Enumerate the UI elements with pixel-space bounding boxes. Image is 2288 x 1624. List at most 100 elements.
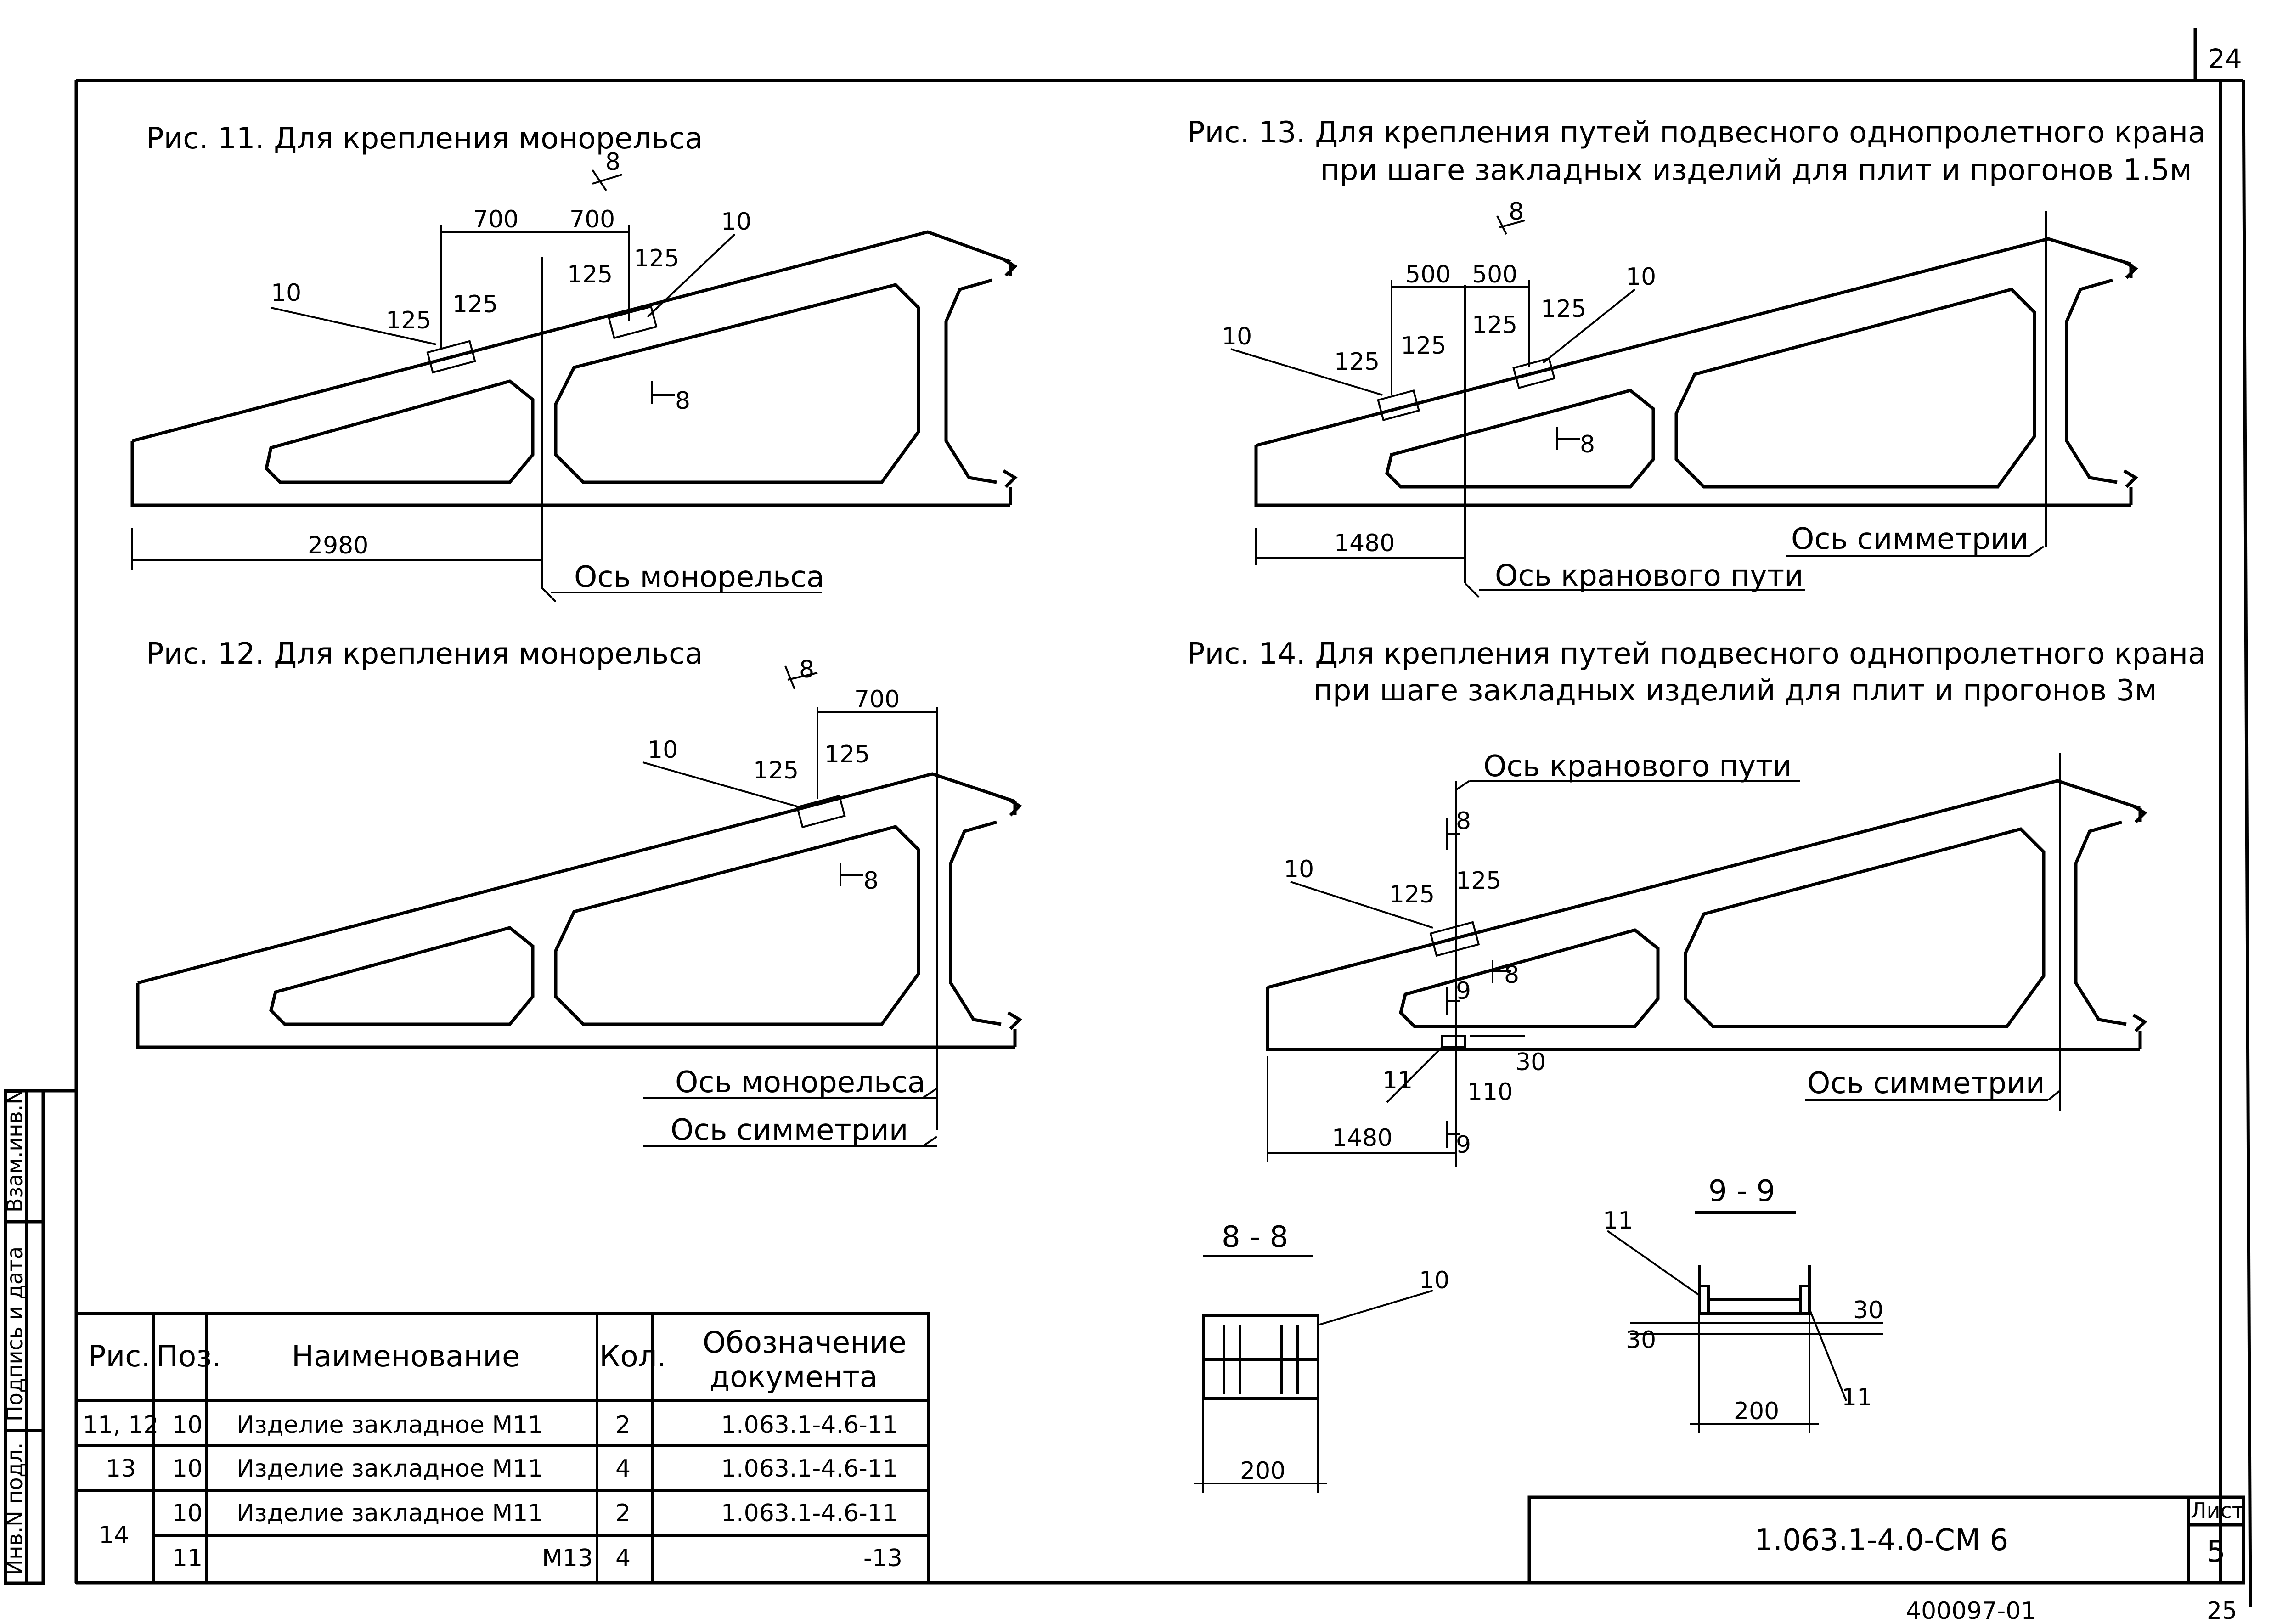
fig11-dim-700-left: 700 bbox=[473, 206, 518, 233]
fig13-dim-125-a: 125 bbox=[1334, 348, 1380, 376]
fig11-pos-left: 10 bbox=[271, 279, 301, 307]
fig12-axis-sym: Ось симметрии bbox=[671, 1113, 908, 1147]
fig11-pos-right: 10 bbox=[721, 208, 751, 236]
fig13-truss bbox=[1254, 237, 2138, 507]
fig14-truss bbox=[1266, 779, 2147, 1051]
fig11-section-label: 8 bbox=[605, 148, 620, 176]
fig14-dim-125-a: 125 bbox=[1389, 881, 1435, 908]
table-row-3-fig: 14 bbox=[99, 1522, 129, 1549]
fig11-title: Рис. 11. Для крепления монорельса bbox=[146, 122, 703, 156]
fig11-dim-2980: 2980 bbox=[308, 532, 368, 559]
fig14-section-label-9a: 9 bbox=[1456, 977, 1471, 1005]
fig11: Рис. 11. Для крепления монорельса bbox=[130, 122, 1018, 603]
fig13-section-label: 8 bbox=[1509, 198, 1524, 226]
fig12-dims bbox=[642, 665, 938, 1147]
fig12-section-label-lower: 8 bbox=[863, 867, 879, 895]
fig12-title: Рис. 12. Для крепления монорельса bbox=[146, 637, 703, 671]
section-9-9-pos-top: 11 bbox=[1603, 1207, 1633, 1235]
fig13-dim-500-a: 500 bbox=[1405, 261, 1451, 288]
section-8-8-pos: 10 bbox=[1419, 1267, 1449, 1294]
fig14-pos-11: 11 bbox=[1382, 1067, 1413, 1094]
table-row-2-doc: 1.063.1-4.6-11 bbox=[721, 1455, 898, 1483]
fig14-dim-1480: 1480 bbox=[1332, 1124, 1392, 1152]
title-block-sheet-no: 5 bbox=[2207, 1535, 2226, 1569]
table-row-4-name: М13 bbox=[542, 1545, 593, 1572]
table-row-3-qty: 2 bbox=[615, 1500, 631, 1527]
table-row-4-doc: -13 bbox=[863, 1545, 902, 1572]
fig11-dim-125-a: 125 bbox=[386, 307, 431, 334]
title-block-code: 1.063.1-4.0-СМ 6 bbox=[1754, 1523, 2008, 1557]
fig13-section-label-lower: 8 bbox=[1580, 431, 1595, 458]
spec-header-doc2: документа bbox=[710, 1360, 878, 1394]
section-9-9-dim-30-right: 30 bbox=[1853, 1297, 1883, 1324]
table-row-2-qty: 4 bbox=[615, 1455, 631, 1483]
fig11-axis-label: Ось монорельса bbox=[574, 560, 824, 594]
table-row-3-doc: 1.063.1-4.6-11 bbox=[721, 1500, 898, 1527]
section-9-9-title: 9 - 9 bbox=[1708, 1174, 1775, 1208]
section-9-9-drawing bbox=[1695, 1211, 1811, 1315]
table-row-1-pos: 10 bbox=[172, 1411, 203, 1439]
fig13-dim-500-b: 500 bbox=[1472, 261, 1517, 288]
fig14-dims bbox=[1267, 753, 2061, 1167]
table-row-1-doc: 1.063.1-4.6-11 bbox=[721, 1411, 898, 1439]
side-stamp-box1: Взам.инв.N bbox=[2, 1088, 27, 1212]
fig11-dim-125-d: 125 bbox=[634, 245, 679, 272]
fig13-dim-125-c: 125 bbox=[1472, 311, 1517, 339]
table-row-3-name: Изделие закладное М11 bbox=[237, 1500, 543, 1527]
table-row-1-fig: 11, 12 bbox=[83, 1411, 158, 1439]
fig13-dims bbox=[1230, 211, 2047, 598]
fig12-truss bbox=[136, 772, 1022, 1049]
table-row-1-name: Изделие закладное М11 bbox=[237, 1411, 543, 1439]
fig14: Рис. 14. Для крепления путей подвесного … bbox=[1187, 637, 2206, 1167]
spec-header-name: Наименование bbox=[292, 1340, 520, 1374]
fig14-section-label-8a: 8 bbox=[1456, 807, 1471, 835]
fig12-axis-mono: Ось монорельса bbox=[675, 1066, 925, 1100]
section-8-8: 8 - 8 10 200 bbox=[1194, 1220, 1449, 1493]
spec-header-pos: Поз. bbox=[156, 1340, 221, 1374]
fig12-section-label: 8 bbox=[799, 656, 814, 683]
fig12-pos: 10 bbox=[648, 736, 678, 764]
fig13-title-line1: Рис. 13. Для крепления путей подвесного … bbox=[1187, 116, 2206, 150]
table-row-4-pos: 11 bbox=[172, 1545, 203, 1572]
title-block-sheet-label: Лист bbox=[2191, 1498, 2244, 1523]
fig14-title-line2: при шаге закладных изделий для плит и пр… bbox=[1313, 674, 2157, 708]
side-stamp-box3: Инв.N подл. bbox=[2, 1443, 27, 1575]
fig13-axis-crane: Ось кранового пути bbox=[1495, 559, 1803, 593]
spec-header-qty: Кол. bbox=[599, 1340, 666, 1374]
section-9-9-dim-200: 200 bbox=[1734, 1398, 1779, 1425]
footer-archive-no: 400097-01 bbox=[1906, 1597, 2036, 1624]
spec-header-doc1: Обозначение bbox=[703, 1326, 907, 1360]
section-9-9: 9 - 9 11 11 30 30 200 bbox=[1603, 1174, 1883, 1433]
fig11-dim-700-right: 700 bbox=[569, 206, 615, 233]
table-row-2-name: Изделие закладное М11 bbox=[237, 1455, 543, 1483]
fig13-dim-125-d: 125 bbox=[1541, 295, 1586, 323]
fig12: Рис. 12. Для крепления монорельса 70 bbox=[136, 637, 1022, 1147]
section-8-8-drawing bbox=[1202, 1255, 1319, 1400]
footer-page-no: 25 bbox=[2207, 1597, 2237, 1624]
spec-table bbox=[75, 1312, 930, 1584]
fig14-axis-sym: Ось симметрии bbox=[1807, 1066, 2045, 1100]
section-9-9-dim-30-left: 30 bbox=[1626, 1326, 1656, 1354]
side-stamp-box2: Подпись и дата bbox=[2, 1246, 27, 1421]
fig11-dims bbox=[131, 169, 822, 603]
fig12-dim-125-a: 125 bbox=[753, 757, 799, 784]
fig13-dim-125-b: 125 bbox=[1401, 332, 1446, 360]
section-8-8-dims bbox=[1194, 1290, 1433, 1493]
spec-table-rows: 11, 12 10 Изделие закладное М11 2 1.063.… bbox=[83, 1411, 902, 1572]
table-row-2-fig: 13 bbox=[106, 1455, 136, 1483]
fig12-dim-700: 700 bbox=[854, 686, 900, 713]
fig11-truss bbox=[130, 230, 1018, 507]
side-stamp bbox=[4, 1089, 76, 1585]
fig11-section-label-lower: 8 bbox=[675, 387, 690, 415]
sheet-corner-number: 24 bbox=[2208, 43, 2242, 74]
fig14-dim-125-b: 125 bbox=[1456, 867, 1501, 895]
table-row-3-pos: 10 bbox=[172, 1500, 203, 1527]
spec-header-fig: Рис. bbox=[88, 1340, 151, 1374]
fig13-axis-sym: Ось симметрии bbox=[1791, 522, 2029, 556]
spec-table-header: Рис. Поз. Наименование Кол. Обозначение … bbox=[88, 1326, 907, 1394]
fig11-dim-125-c: 125 bbox=[567, 261, 613, 288]
section-8-8-dim-200: 200 bbox=[1240, 1457, 1285, 1485]
fig14-axis-crane: Ось кранового пути bbox=[1483, 750, 1792, 784]
fig13-pos-left: 10 bbox=[1222, 323, 1252, 350]
